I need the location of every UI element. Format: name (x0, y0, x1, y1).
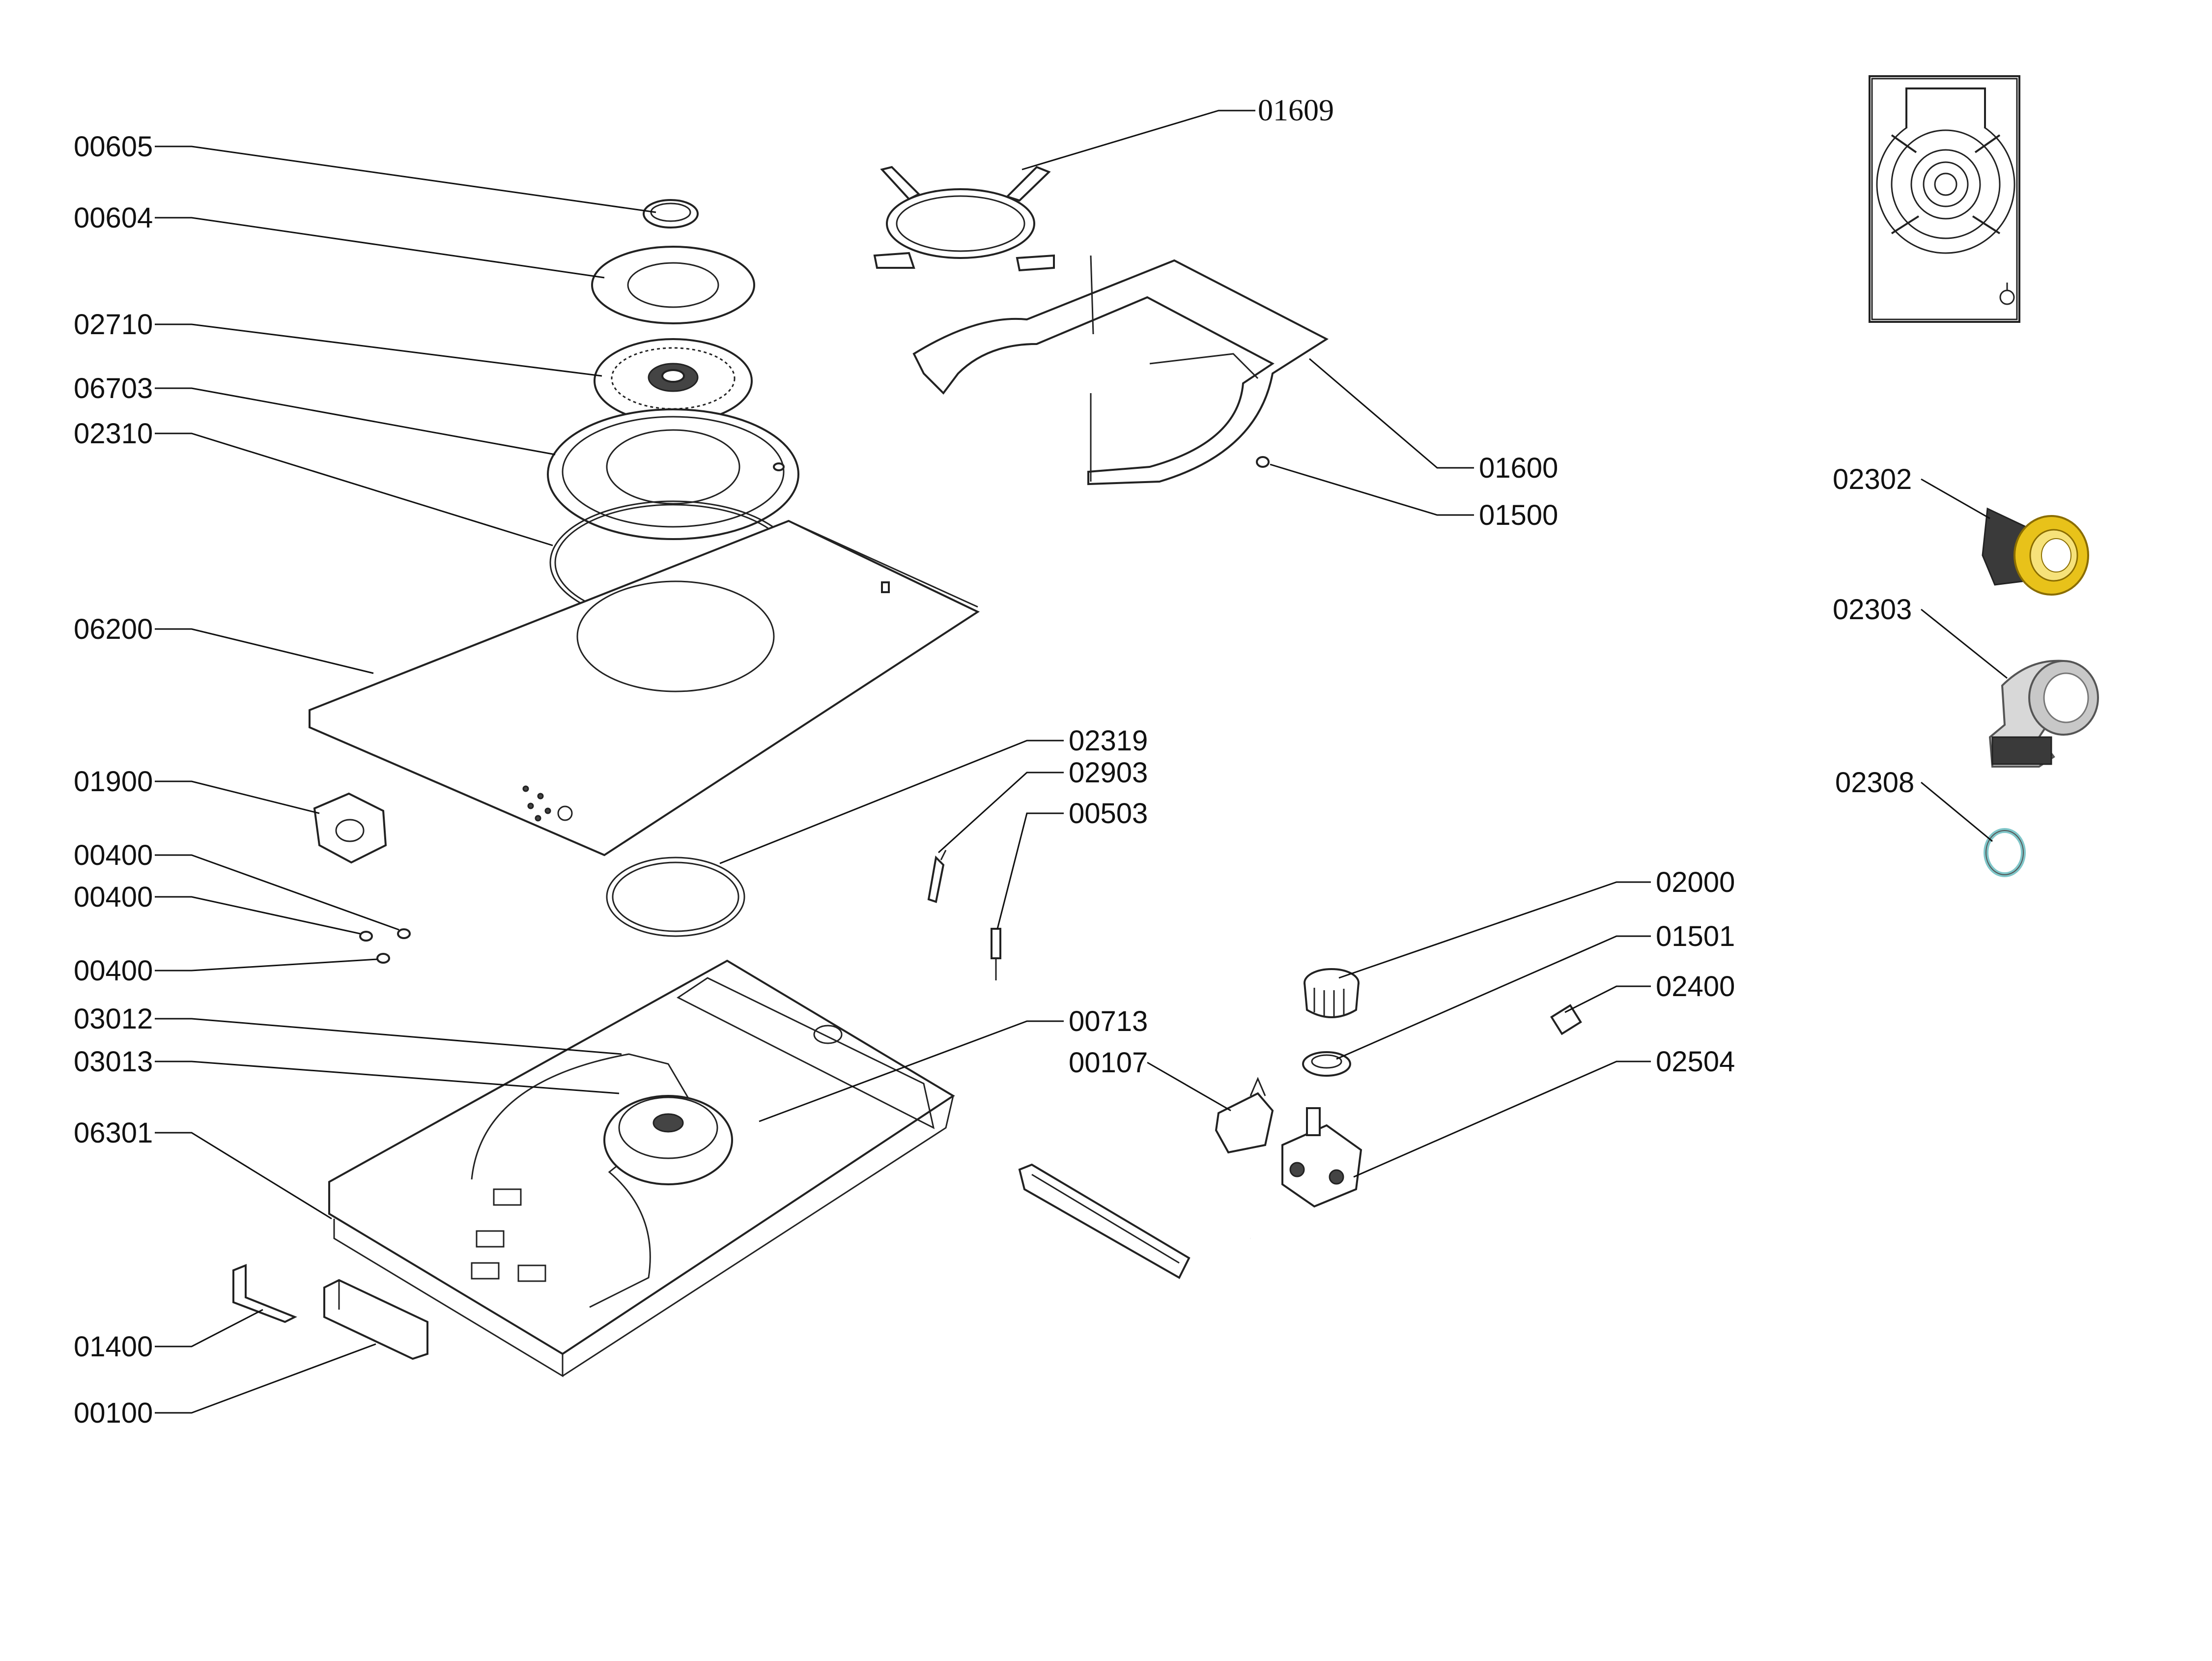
callout-00400-c: 00400 (74, 955, 153, 987)
screw-part-1 (397, 928, 411, 939)
screw-part-3 (376, 953, 390, 964)
callout-02000: 02000 (1656, 866, 1735, 898)
callout-06301: 06301 (74, 1117, 153, 1149)
thermocouple-part (927, 850, 947, 903)
seal-ring-02319-part (606, 857, 745, 937)
leader-00400-c (155, 958, 378, 972)
leader-00503 (996, 812, 1064, 929)
leader-06200 (155, 628, 374, 674)
leader-02303 (1921, 608, 2008, 679)
igniter-electrode-part (991, 928, 1001, 980)
callout-02303: 02303 (1833, 594, 1912, 626)
callout-00604: 00604 (74, 202, 153, 234)
callout-06200: 06200 (74, 613, 153, 645)
callout-02310: 02310 (74, 418, 153, 450)
callout-00107: 00107 (1069, 1047, 1148, 1079)
leader-00107 (1147, 1061, 1231, 1112)
elbow-fitting-part (1988, 659, 2099, 768)
leader-03013 (155, 1060, 620, 1094)
callout-02400: 02400 (1656, 971, 1735, 1002)
control-knob-part (1304, 968, 1360, 1018)
leader-02903 (937, 772, 1064, 854)
clip-part (232, 1264, 297, 1323)
callout-01501: 01501 (1656, 920, 1735, 952)
callout-06703: 06703 (74, 372, 153, 404)
callout-00100: 00100 (74, 1397, 153, 1429)
callout-01500: 01500 (1479, 499, 1558, 531)
leader-01600 (1309, 358, 1474, 469)
leader-01500 (1270, 463, 1474, 516)
leader-02710 (155, 323, 602, 377)
gas-valve-part (1281, 1107, 1362, 1208)
leader-06301 (155, 1132, 332, 1220)
leader-01609 (1021, 110, 1255, 171)
callout-02302: 02302 (1833, 463, 1912, 495)
leader-06703 (155, 387, 556, 456)
leader-02504 (1353, 1060, 1651, 1178)
callout-02308: 02308 (1835, 767, 1914, 799)
callout-01400: 01400 (74, 1331, 153, 1363)
leader-00605 (155, 145, 656, 213)
callout-labels: 00605 00604 02710 06703 02310 06200 0190… (74, 94, 1914, 1429)
leader-02000 (1338, 881, 1651, 979)
callout-00400-a: 00400 (74, 839, 153, 871)
callout-02903: 02903 (1069, 757, 1148, 789)
callout-03012: 03012 (74, 1003, 153, 1035)
leader-02310 (155, 432, 553, 546)
rear-rail-part (1018, 1163, 1191, 1279)
small-screw-part (1256, 456, 1270, 468)
leader-01501 (1336, 935, 1651, 1060)
callout-02504: 02504 (1656, 1046, 1735, 1078)
top-plate-part (309, 519, 980, 857)
pan-support-part (912, 255, 1329, 486)
leader-02319 (719, 740, 1064, 864)
wok-ring-part (873, 166, 1055, 272)
leader-01900 (155, 780, 320, 814)
flame-ring-part (591, 246, 755, 324)
leader-00100 (155, 1343, 376, 1414)
callout-00605: 00605 (74, 131, 153, 163)
leader-00400-a (155, 854, 399, 931)
burner-cap-part (643, 199, 699, 229)
callout-01900: 01900 (74, 766, 153, 798)
chassis-box-part (328, 959, 955, 1377)
leader-03012 (155, 1018, 622, 1055)
leader-02400 (1564, 985, 1651, 1013)
callout-01609: 01609 (1258, 94, 1334, 127)
burner-crown-part (594, 338, 753, 424)
leader-01400 (155, 1309, 263, 1347)
bracket-part (323, 1279, 428, 1360)
callout-01600: 01600 (1479, 452, 1558, 484)
leader-00604 (155, 217, 605, 279)
leader-00400-b (155, 896, 361, 935)
gas-pipe-part (1188, 1004, 1582, 1245)
seal-washer-part (1984, 828, 2026, 877)
callout-02710: 02710 (74, 309, 153, 341)
brass-adapter-part (1982, 507, 2089, 596)
callout-00400-b: 00400 (74, 881, 153, 913)
leader-02308 (1921, 781, 1993, 842)
callout-00503: 00503 (1069, 798, 1148, 830)
callout-03013: 03013 (74, 1046, 153, 1078)
leader-00713 (759, 1020, 1064, 1122)
callout-02319: 02319 (1069, 725, 1148, 757)
switch-block-part (313, 792, 387, 864)
callout-00713: 00713 (1069, 1005, 1148, 1037)
screw-part-2 (359, 931, 373, 942)
leader-02302 (1921, 478, 1990, 519)
leader-lines (155, 110, 2008, 1414)
injector-holder-part (1215, 1077, 1274, 1154)
burner-tray-part (547, 408, 799, 540)
hob-front-view-thumbnail (1869, 75, 2020, 323)
